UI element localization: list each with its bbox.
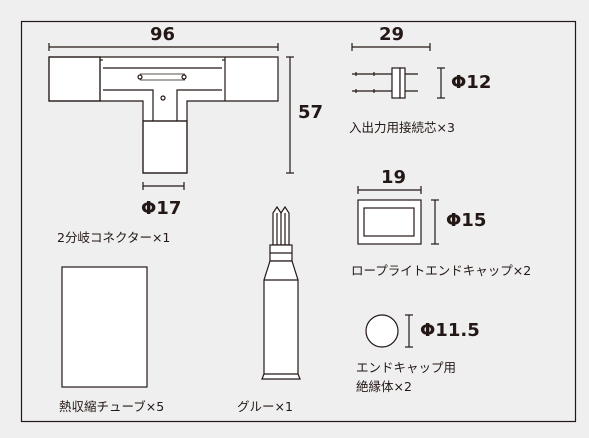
t-connector-width-label: 96 bbox=[150, 24, 176, 45]
insulator-drawing bbox=[365, 314, 413, 348]
end-cap-drawing bbox=[357, 186, 439, 245]
pin-connector-drawing bbox=[351, 43, 445, 99]
insulator-body bbox=[365, 314, 399, 348]
shrink-tube-body bbox=[61, 266, 148, 388]
insulator-caption-line1: エンドキャップ用 bbox=[356, 360, 457, 375]
insulator-diameter-label: Φ11.5 bbox=[420, 320, 480, 341]
end-cap-diameter-label: Φ15 bbox=[446, 210, 487, 231]
pin-connector-diameter-label: Φ12 bbox=[451, 72, 492, 93]
glue-tube-drawing bbox=[261, 205, 301, 380]
t-connector-caption: 2分岐コネクター×1 bbox=[57, 230, 171, 245]
end-cap-caption: ロープライトエンドキャップ×2 bbox=[351, 263, 532, 278]
end-cap-width-label: 19 bbox=[381, 167, 407, 188]
t-connector-diameter-label: Φ17 bbox=[141, 198, 182, 219]
outer-frame bbox=[20, 20, 577, 423]
insulator-caption-line2: 絶縁体×2 bbox=[356, 379, 412, 394]
pin-connector-body bbox=[391, 67, 401, 99]
t-connector-drawing bbox=[48, 43, 294, 190]
glue-caption: グルー×1 bbox=[237, 399, 293, 414]
pin-connector-width-label: 29 bbox=[379, 24, 405, 45]
pin-connector-caption: 入出力用接続芯×3 bbox=[349, 120, 455, 135]
glue-tube-body bbox=[261, 260, 301, 380]
shrink-tube-caption: 熱収縮チューブ×5 bbox=[59, 399, 165, 414]
t-connector-height-label: 57 bbox=[298, 102, 324, 123]
